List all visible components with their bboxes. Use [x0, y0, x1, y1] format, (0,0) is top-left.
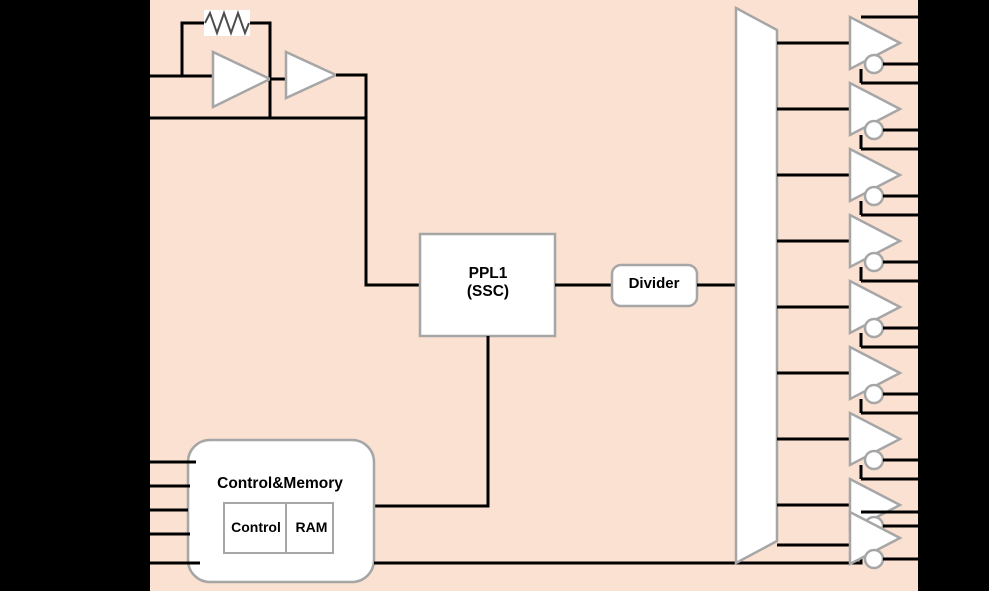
- wire-control-to-pll: [374, 336, 490, 508]
- output-buffer-5[interactable]: [777, 278, 918, 347]
- output-buffer-group: [777, 14, 918, 570]
- output-buffer-5-inverter-bubble-icon: [863, 317, 885, 339]
- buffer-amplifier[interactable]: [284, 50, 339, 100]
- oscillator-amplifier[interactable]: [211, 50, 273, 110]
- feedback-resistor-network: [180, 9, 272, 118]
- output-buffer-6-inverter-bubble-icon: [863, 383, 885, 405]
- output-buffer-4-inverter-bubble-icon: [863, 251, 885, 273]
- clock-distribution-trapezoid: [734, 5, 779, 566]
- divider-block[interactable]: [610, 263, 699, 308]
- pll-block[interactable]: [418, 232, 557, 338]
- buffer-amplifier-triangle-icon: [284, 50, 339, 100]
- output-buffer-7[interactable]: [777, 410, 918, 479]
- output-buffer-2-inverter-bubble-icon: [863, 119, 885, 141]
- output-buffer-4[interactable]: [777, 212, 918, 281]
- oscillator-amplifier-triangle-icon: [211, 50, 273, 110]
- resistor-zigzag-icon: [204, 9, 250, 37]
- wire-buffer-to-pll: [336, 73, 420, 287]
- control-sub-block[interactable]: [223, 502, 287, 554]
- output-buffer-2[interactable]: [777, 80, 918, 149]
- output-buffer-1[interactable]: [777, 14, 918, 83]
- clock-distribution-block[interactable]: [734, 5, 779, 566]
- output-buffer-9[interactable]: [777, 509, 918, 570]
- wire-resistor-right: [250, 21, 272, 118]
- output-buffer-9-inverter-bubble-icon: [863, 548, 885, 570]
- divider-block-rect: [610, 263, 699, 308]
- wire-resistor-left: [180, 21, 204, 76]
- output-buffer-6[interactable]: [777, 344, 918, 413]
- pll-block-rect: [418, 232, 557, 338]
- output-buffer-1-inverter-bubble-icon: [863, 53, 885, 75]
- wire-control-to-outputs: [374, 540, 863, 565]
- output-buffer-3-inverter-bubble-icon: [863, 185, 885, 207]
- output-buffer-3[interactable]: [777, 146, 918, 215]
- left-pin-stubs-bottom: [150, 460, 200, 565]
- control-memory-block[interactable]: [186, 438, 376, 584]
- ram-sub-block[interactable]: [285, 502, 334, 554]
- output-buffer-7-inverter-bubble-icon: [863, 449, 885, 471]
